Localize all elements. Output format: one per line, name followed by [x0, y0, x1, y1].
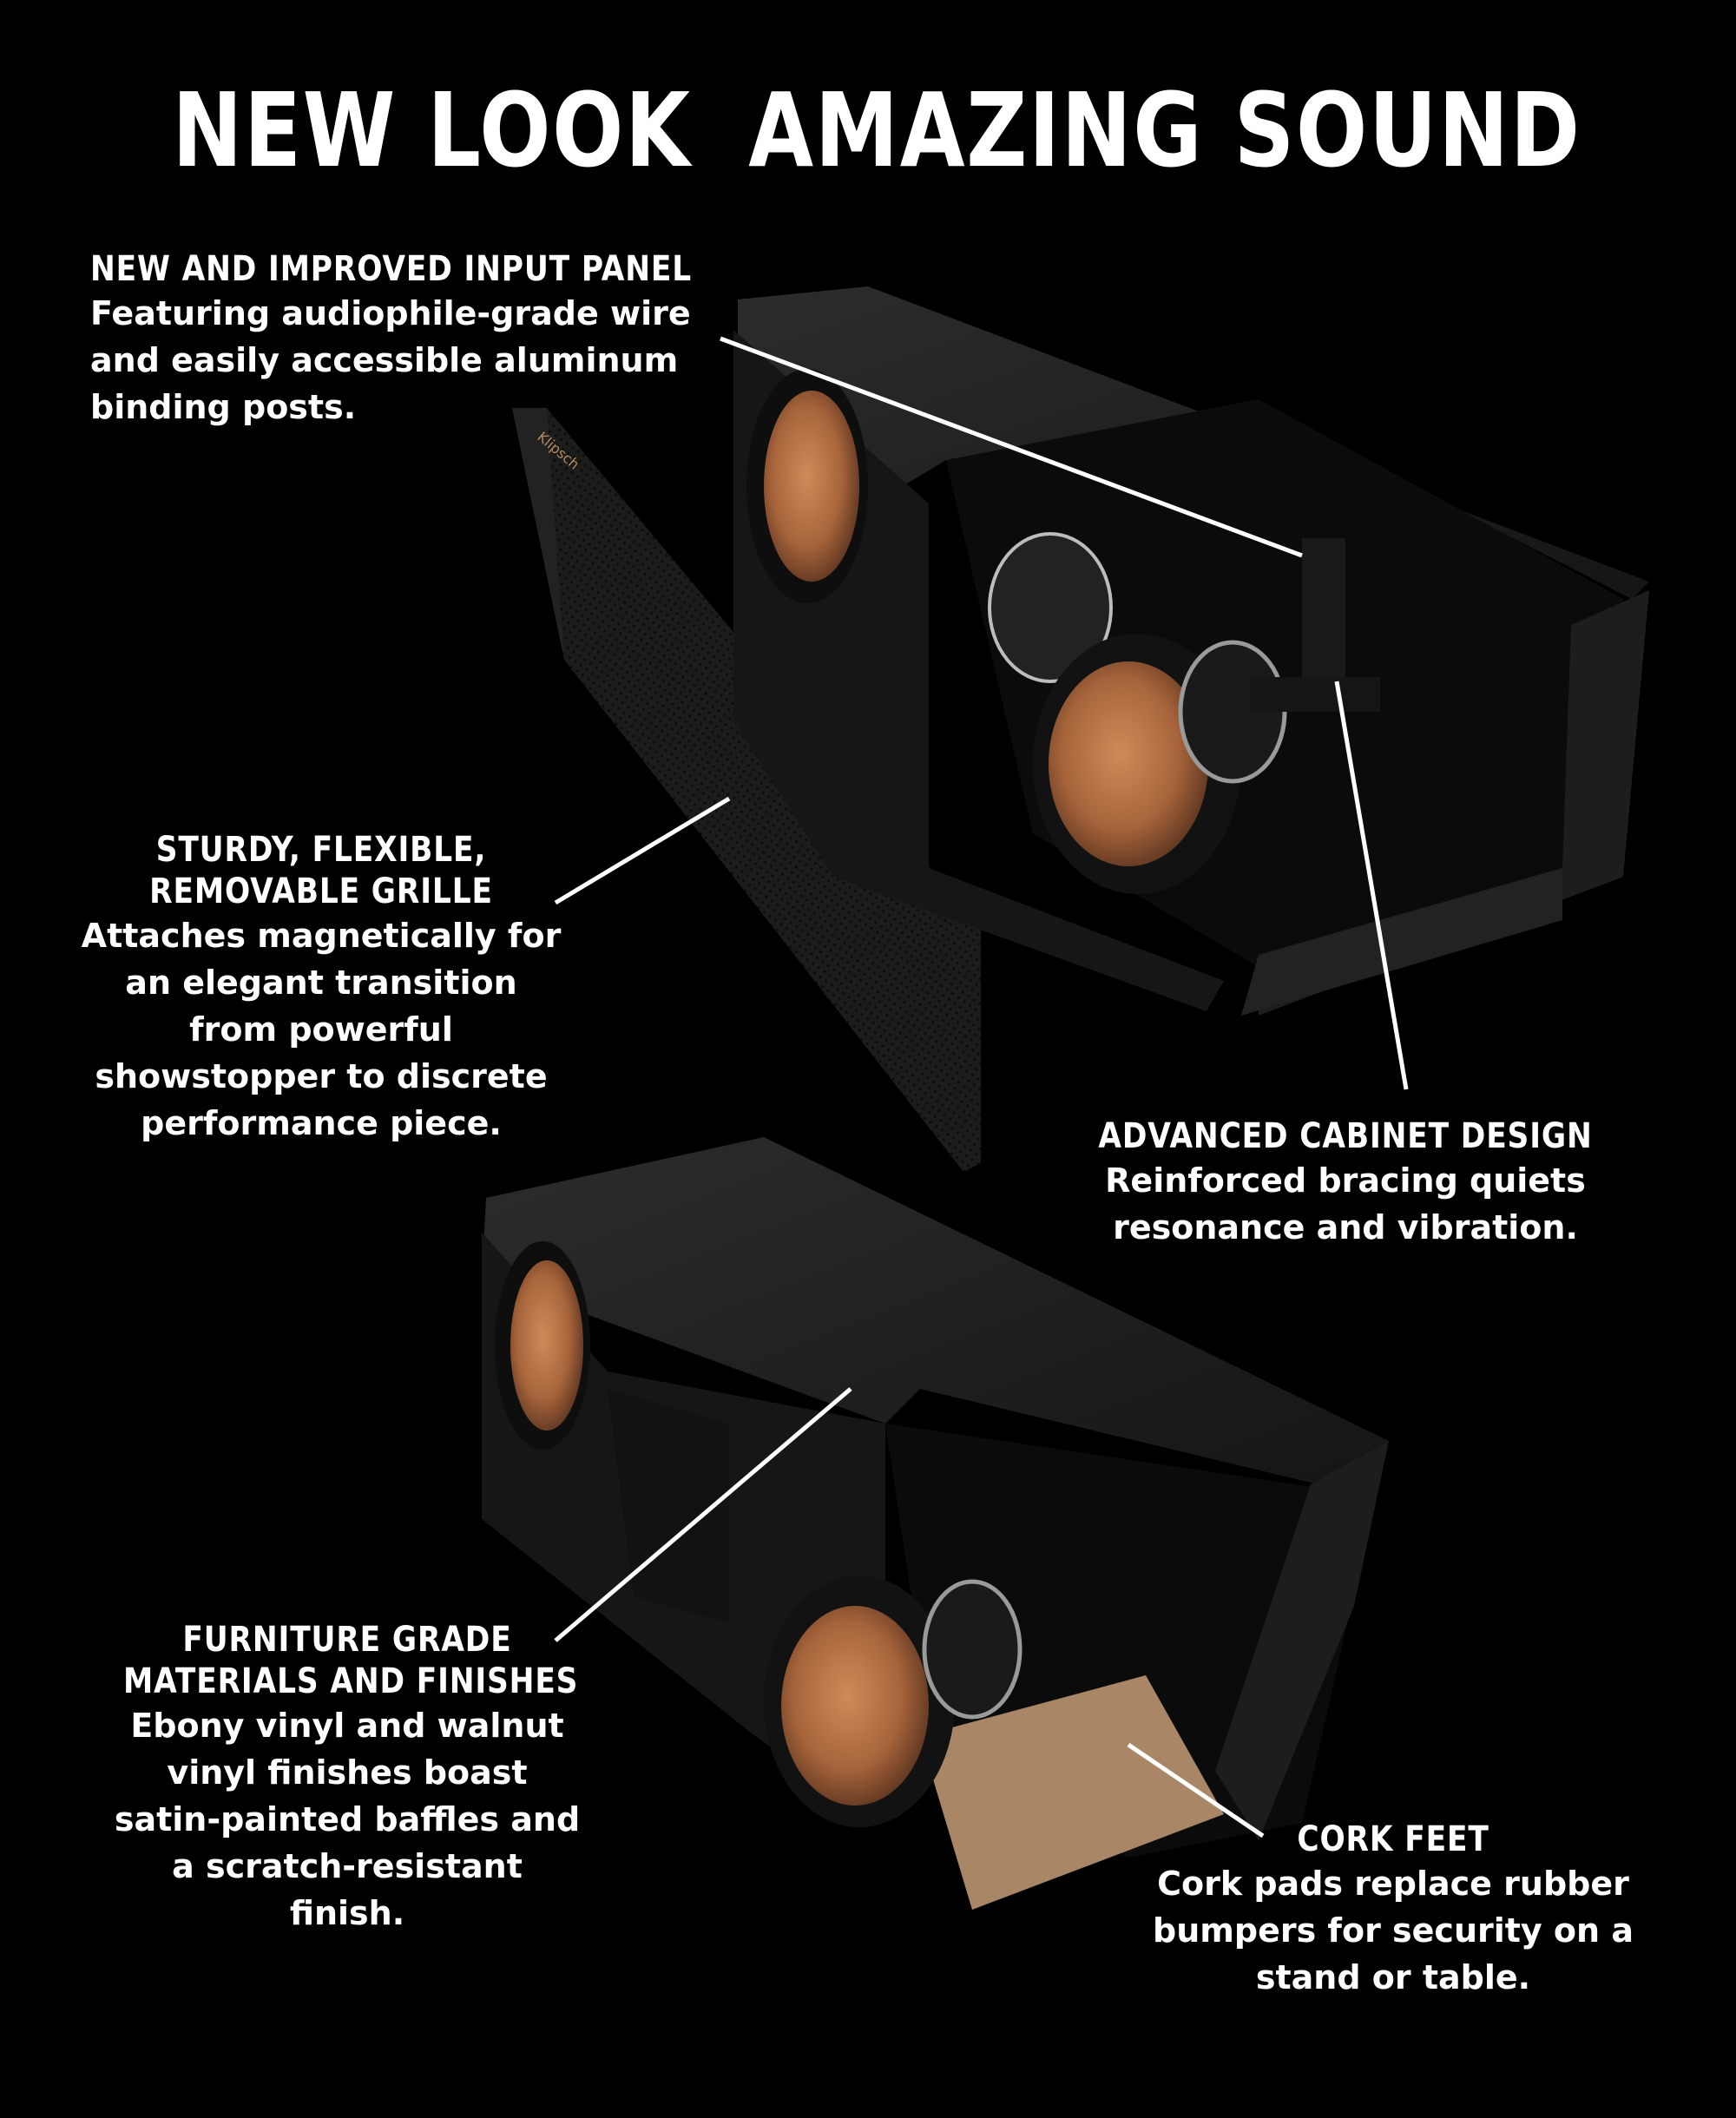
leader-grille — [554, 796, 731, 905]
top-speaker-cabinet — [733, 286, 1649, 1016]
leader-cabinet — [1334, 681, 1409, 1090]
callout-body: Reinforced bracing quiets resonance and … — [1105, 1161, 1586, 1246]
callout-heading-line1: FURNITURE GRADE — [182, 1620, 512, 1660]
callout-heading: NEW AND IMPROVED INPUT PANEL — [90, 249, 692, 289]
callout-body: Ebony vinyl and walnut vinyl finishes bo… — [114, 1707, 581, 1932]
callout-body: Featuring audiophile-grade wire and easi… — [90, 294, 691, 426]
removable-grille: Klipsch — [512, 408, 981, 1172]
callout-body: Attaches magnetically for an elegant tra… — [81, 917, 562, 1142]
title-right: AMAZING SOUND — [748, 70, 1581, 190]
callout-heading-line2: REMOVABLE GRILLE — [149, 872, 493, 911]
callout-heading-line1: STURDY, FLEXIBLE, — [155, 830, 487, 870]
callout-body: Cork pads replace rubber bumpers for sec… — [1153, 1865, 1634, 1996]
leader-cork — [1127, 1742, 1265, 1838]
callout-cabinet: ADVANCED CABINET DESIGN Reinforced braci… — [1050, 1115, 1641, 1251]
title-left: NEW LOOK — [172, 70, 692, 190]
bottom-speaker-cabinet — [482, 1137, 1389, 1910]
callout-input-panel: NEW AND IMPROVED INPUT PANEL Featuring a… — [90, 248, 750, 431]
callout-heading-line2: MATERIALS AND FINISHES — [123, 1661, 579, 1701]
callout-furniture: FURNITURE GRADE MATERIALS AND FINISHES E… — [87, 1619, 608, 1937]
callout-cork-feet: CORK FEET Cork pads replace rubber bumpe… — [1146, 1819, 1641, 2001]
page-title: NEW LOOK AMAZING SOUND — [172, 69, 1580, 191]
callout-heading: CORK FEET — [1297, 1819, 1489, 1859]
callout-grille: STURDY, FLEXIBLE, REMOVABLE GRILLE Attac… — [78, 829, 564, 1147]
callout-heading: ADVANCED CABINET DESIGN — [1098, 1116, 1593, 1156]
leader-furniture — [554, 1387, 852, 1642]
leader-input-panel — [720, 336, 1303, 558]
